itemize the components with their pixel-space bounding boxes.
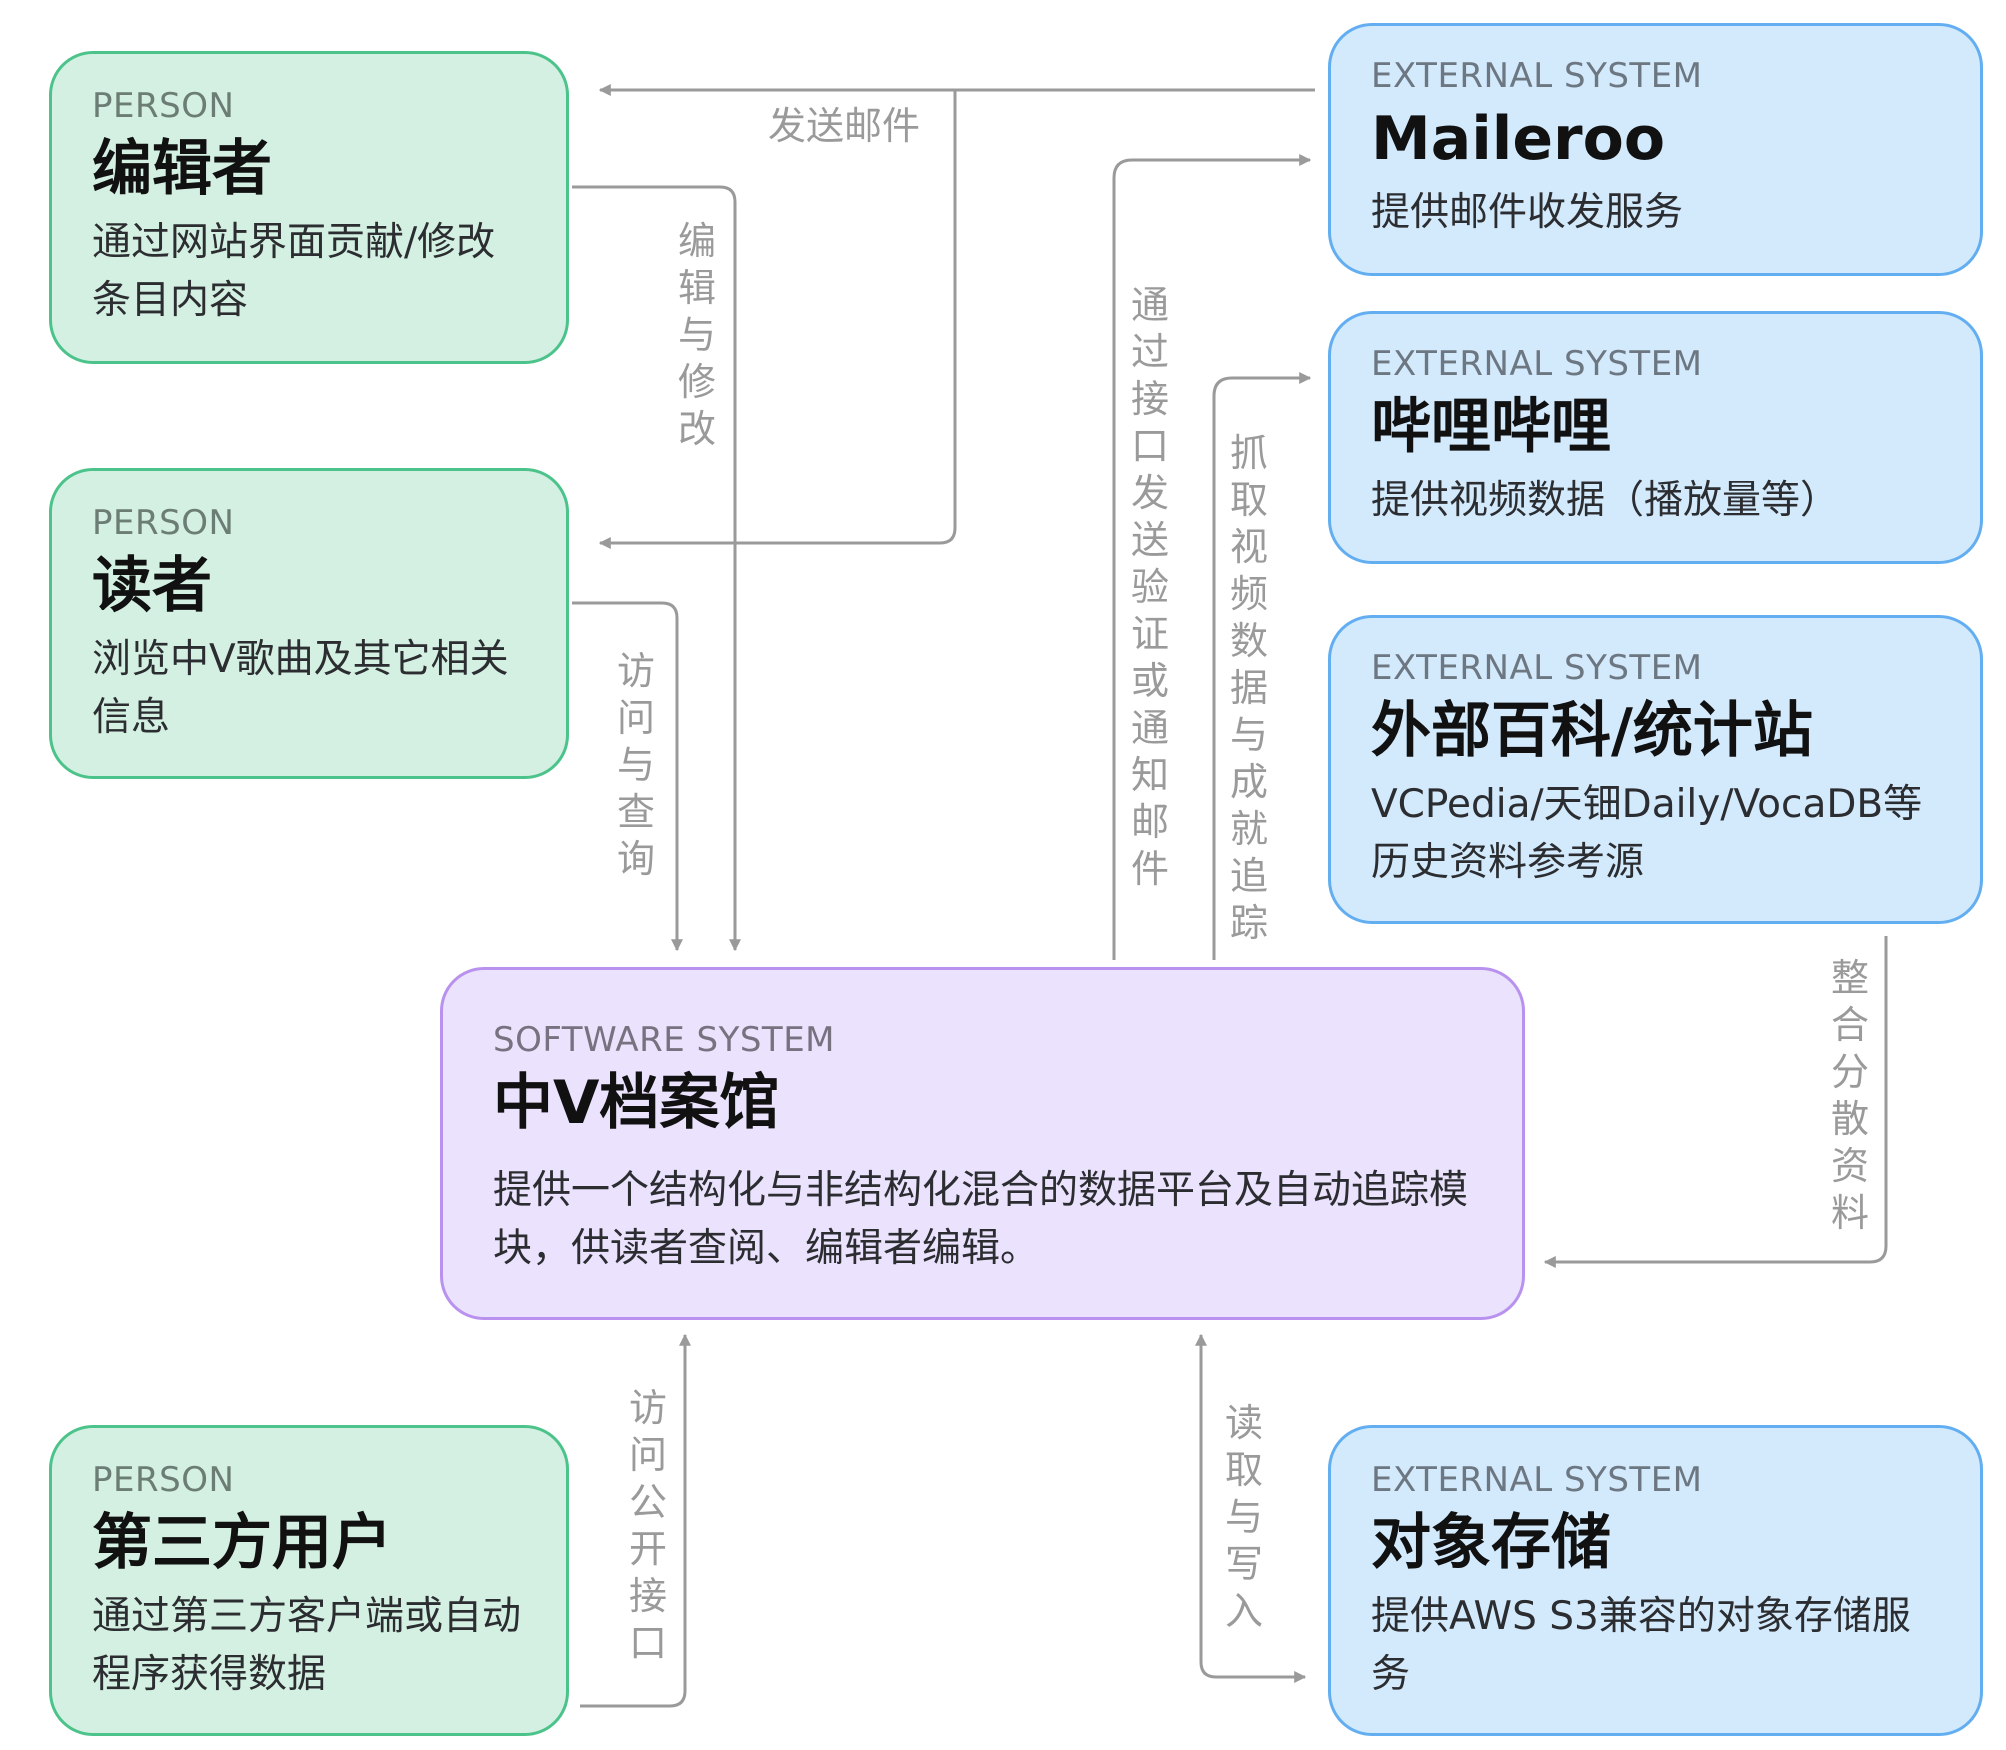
person-third-party[interactable]: PERSON 第三方用户 通过第三方客户端或自动程序获得数据 (49, 1425, 569, 1736)
label-api-mail: 通过接口发送验证或通知邮件 (1130, 283, 1169, 891)
external-maileroo[interactable]: EXTERNAL SYSTEM Maileroo 提供邮件收发服务 (1328, 23, 1983, 276)
label-public-api: 访问公开接口 (628, 1386, 667, 1665)
element-title: 编辑者 (92, 134, 272, 204)
edge-send-mail-reader (598, 90, 957, 549)
element-kind: PERSON (92, 503, 235, 543)
external-bilibili[interactable]: EXTERNAL SYSTEM 哔哩哔哩 提供视频数据（播放量等） (1328, 311, 1983, 564)
element-kind: EXTERNAL SYSTEM (1371, 1460, 1703, 1500)
edge-read-write (1195, 1333, 1307, 1683)
element-title: 外部百科/统计站 (1371, 696, 1813, 766)
edge-public-api (580, 1333, 691, 1708)
element-title: 中V档案馆 (493, 1068, 780, 1138)
element-kind: EXTERNAL SYSTEM (1371, 648, 1703, 688)
element-kind: SOFTWARE SYSTEM (493, 1020, 836, 1060)
label-scrape: 抓取视频数据与成就追踪 (1229, 431, 1268, 945)
element-desc: VCPedia/天钿Daily/VocaDB等历史资料参考源 (1371, 782, 1923, 885)
external-wiki-stats[interactable]: EXTERNAL SYSTEM 外部百科/统计站 VCPedia/天钿Daily… (1328, 615, 1983, 924)
edge-api-mail (1112, 154, 1312, 960)
element-desc: 浏览中V歌曲及其它相关信息 (92, 637, 509, 740)
software-system[interactable]: SOFTWARE SYSTEM 中V档案馆 提供一个结构化与非结构化混合的数据平… (440, 967, 1525, 1320)
person-editor[interactable]: PERSON 编辑者 通过网站界面贡献/修改条目内容 (49, 51, 569, 364)
element-kind: PERSON (92, 1460, 235, 1500)
element-desc: 提供AWS S3兼容的对象存储服务 (1371, 1594, 1911, 1697)
element-title: 对象存储 (1371, 1508, 1611, 1578)
element-kind: EXTERNAL SYSTEM (1371, 56, 1703, 96)
label-integrate: 整合分散资料 (1830, 956, 1869, 1235)
element-desc: 提供视频数据（播放量等） (1371, 478, 1840, 523)
element-desc: 提供邮件收发服务 (1371, 190, 1684, 235)
label-edit-modify: 编辑与修改 (677, 219, 716, 451)
label-visit-query: 访问与查询 (616, 649, 655, 881)
label-send-mail: 发送邮件 (768, 104, 921, 148)
edge-scrape (1212, 372, 1312, 960)
element-title: 读者 (92, 551, 212, 621)
edge-visit-query (572, 601, 683, 952)
element-desc: 通过网站界面贡献/修改条目内容 (92, 220, 496, 323)
label-read-write: 读取与写入 (1224, 1401, 1263, 1633)
element-desc: 通过第三方客户端或自动程序获得数据 (92, 1594, 522, 1697)
element-desc: 提供一个结构化与非结构化混合的数据平台及自动追踪模块，供读者查阅、编辑者编辑。 (493, 1168, 1469, 1271)
edge-edit-modify (572, 185, 741, 952)
edge-integrate (1543, 936, 1888, 1268)
external-object-storage[interactable]: EXTERNAL SYSTEM 对象存储 提供AWS S3兼容的对象存储服务 (1328, 1425, 1983, 1736)
person-reader[interactable]: PERSON 读者 浏览中V歌曲及其它相关信息 (49, 468, 569, 779)
element-title: Maileroo (1371, 104, 1666, 174)
element-kind: EXTERNAL SYSTEM (1371, 344, 1703, 384)
element-title: 第三方用户 (92, 1508, 392, 1578)
element-kind: PERSON (92, 86, 235, 126)
element-title: 哔哩哔哩 (1371, 392, 1611, 462)
